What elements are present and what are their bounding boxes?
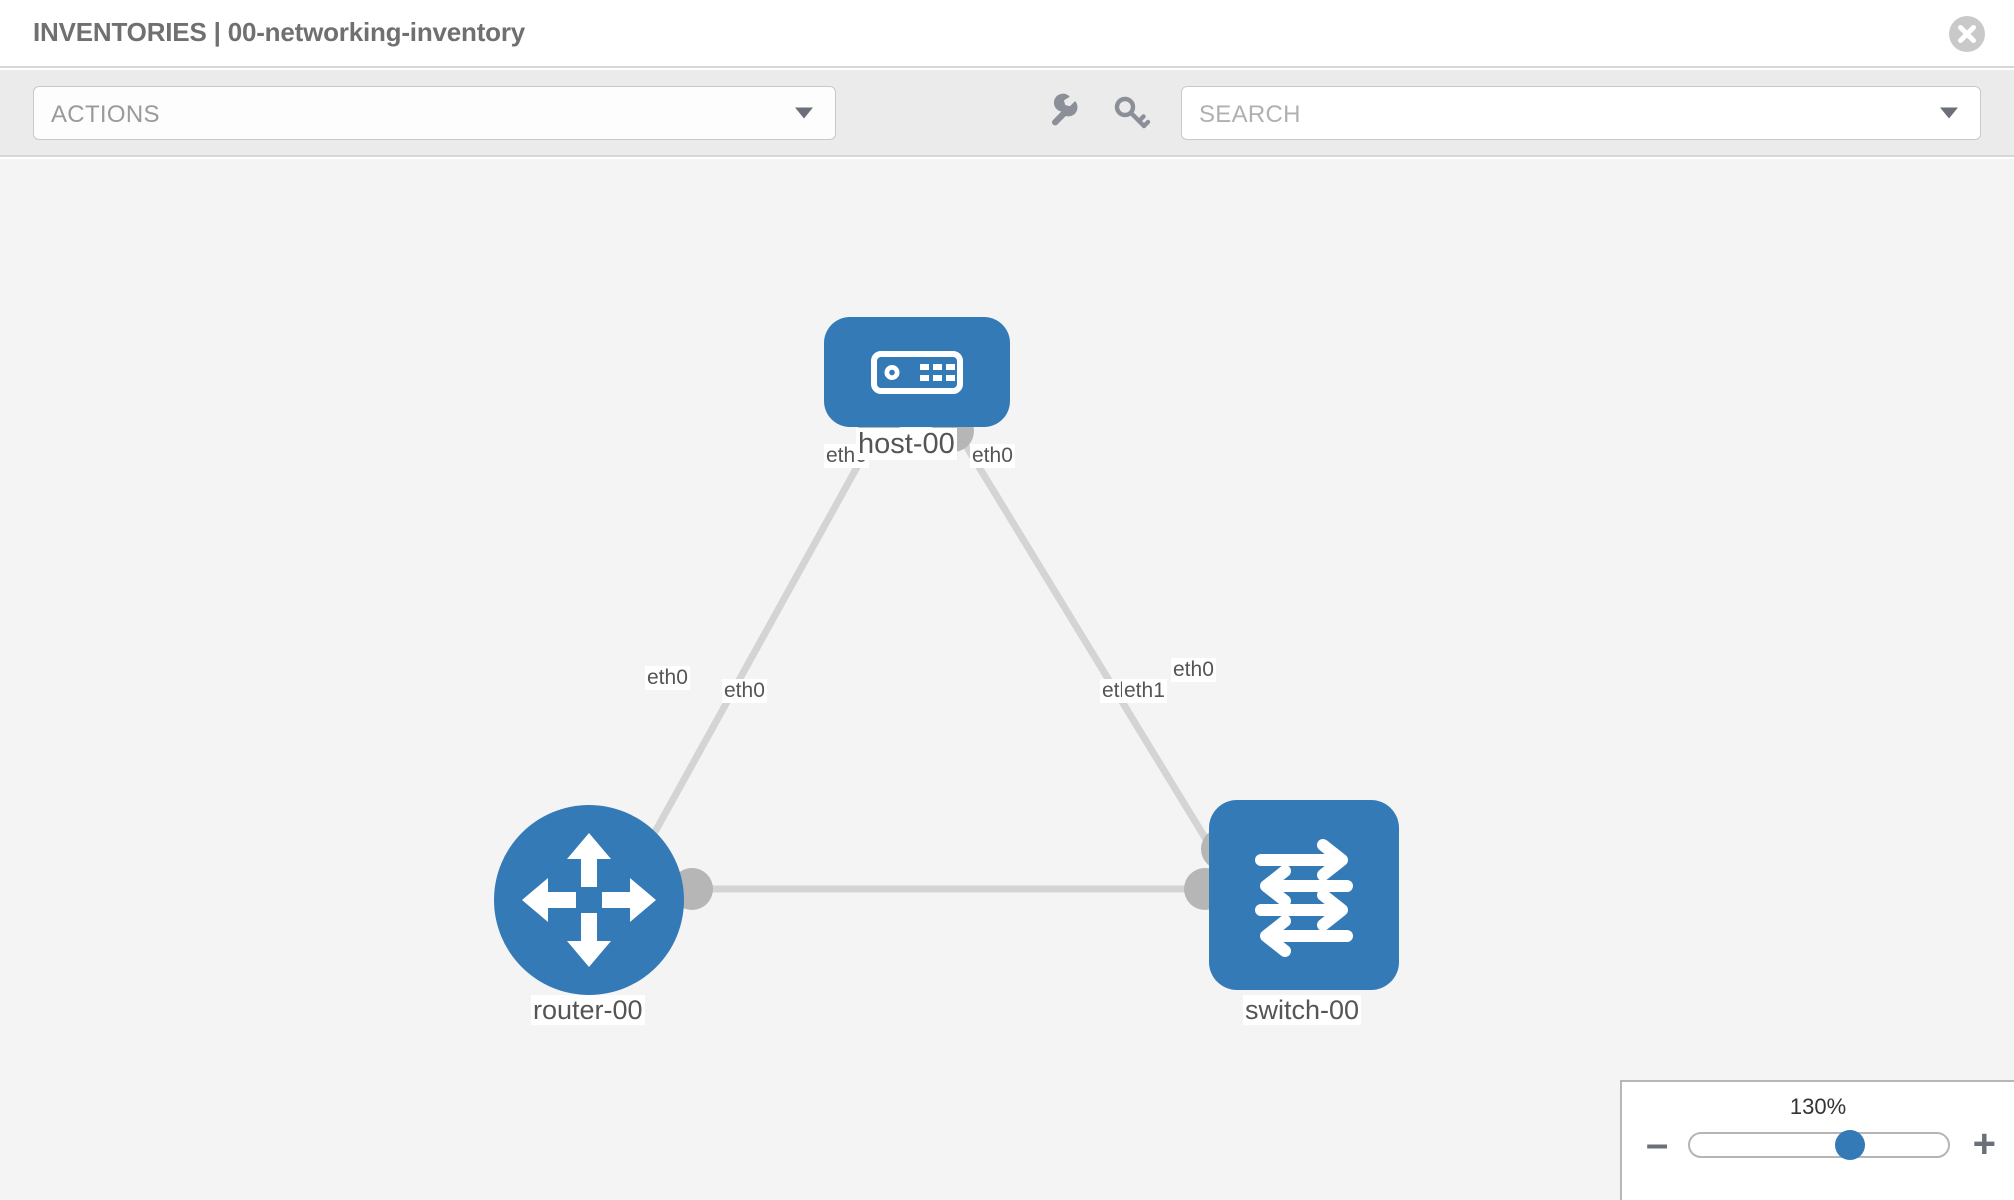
topology-canvas[interactable]: eth0 eth0 eth0 eth0 eth0 eth eth1 host-0… [0,159,2014,1200]
interface-connectors [671,410,1243,910]
zoom-level-label: 130% [1789,1094,1847,1119]
close-icon[interactable] [1948,15,1986,53]
node-host-00[interactable] [824,317,1010,427]
node-label-host-00: host-00 [856,428,957,461]
router-arrows-icon [522,833,656,967]
actions-dropdown[interactable]: ACTIONS [33,86,836,140]
zoom-slider-track[interactable] [1688,1130,1950,1160]
node-label-router-00: router-00 [531,995,645,1026]
link-host-router [636,427,881,863]
zoom-in-button[interactable]: + [1972,1122,1996,1166]
actions-dropdown-label: ACTIONS [51,101,160,128]
server-icon [871,351,963,394]
page-header: INVENTORIES | 00-networking-inventory [0,0,2014,68]
zoom-control-panel: 130% – + [1620,1080,2014,1200]
switch-arrows-icon [1255,839,1353,957]
chevron-down-icon [1940,107,1958,119]
search-placeholder: SEARCH [1199,101,1301,128]
zoom-slider-handle[interactable] [1834,1130,1865,1160]
iface-label-router-eth0-link: eth0 [722,679,767,704]
link-host-switch [953,427,1222,863]
node-switch-00[interactable] [1209,800,1399,990]
zoom-out-button[interactable]: – [1646,1122,1669,1166]
search-input[interactable]: SEARCH [1181,86,1981,140]
page-title: INVENTORIES | 00-networking-inventory [33,17,526,47]
iface-label-switch-eth1: eth1 [1122,679,1167,704]
iface-label-host-eth0-right: eth0 [970,444,1015,469]
node-label-switch-00: switch-00 [1243,995,1362,1026]
topology-links [636,410,1243,910]
wrench-icon[interactable] [1043,92,1085,134]
chevron-down-icon [795,107,813,119]
iface-label-switch-eth0-diagonal: eth0 [1171,658,1216,683]
iface-label-router-eth0-diagonal: eth0 [645,666,690,691]
key-icon[interactable] [1110,92,1152,134]
toolbar: ACTIONS SEARCH [0,70,2014,157]
node-router-00[interactable] [494,805,684,995]
